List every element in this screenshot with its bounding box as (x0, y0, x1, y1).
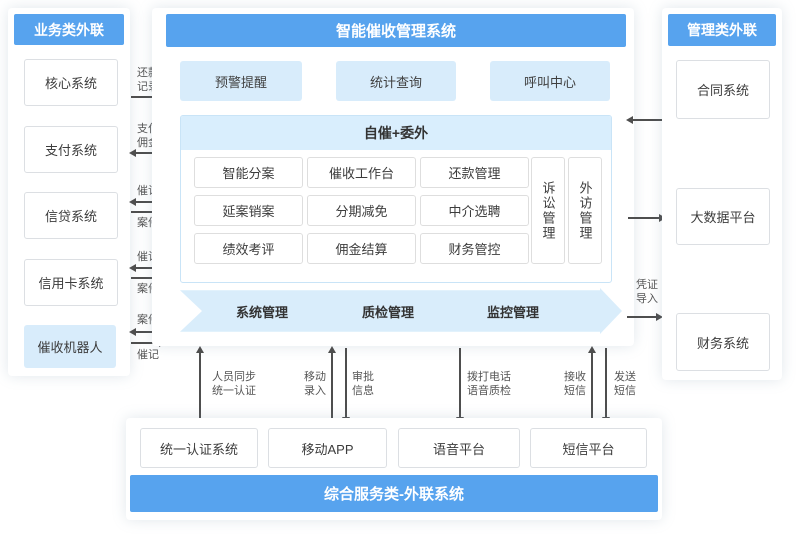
arrow-contract-to-center (628, 119, 666, 121)
business-external-header: 业务类外联 (14, 14, 124, 45)
module-case-defer-close: 延案销案 (194, 195, 303, 226)
module-call-center: 呼叫中心 (490, 61, 610, 101)
collection-system-header: 智能催收管理系统 (166, 14, 626, 47)
node-credit-card-system: 信用卡系统 (24, 259, 118, 306)
link-label-collection-note-3: 催记 (137, 349, 159, 361)
link-label-voucher-import: 凭证 导入 (636, 279, 658, 305)
module-finance-control: 财务管控 (420, 233, 529, 264)
self-outsource-header: 自催+委外 (181, 116, 611, 150)
node-core-system: 核心系统 (24, 59, 118, 106)
link-label-send-sms: 发送 短信 (614, 371, 636, 397)
management-external-panel: 管理类外联 合同系统 大数据平台 财务系统 (662, 8, 782, 380)
module-repayment-mgmt: 还款管理 (420, 157, 529, 188)
link-label-approval-info: 审批 信息 (352, 371, 374, 397)
arrow-center-to-bigdata (628, 217, 664, 219)
arrow-case-1-right (131, 211, 164, 213)
module-collection-workbench: 催收工作台 (307, 157, 416, 188)
arrow-personnel-sync-up (199, 348, 201, 422)
arrow-case-3-left (131, 331, 164, 333)
banner-monitoring-mgmt: 监控管理 (486, 304, 539, 320)
module-installment-relief: 分期减免 (307, 195, 416, 226)
arrow-send-sms-down (605, 348, 607, 422)
node-sms-platform: 短信平台 (530, 428, 647, 468)
collection-system-panel: 智能催收管理系统 预警提醒 统计查询 呼叫中心 自催+委外 智能分案 催收工作台… (152, 8, 634, 346)
banner-system-mgmt: 系统管理 (235, 304, 288, 320)
node-mobile-app: 移动APP (268, 428, 387, 468)
link-label-personnel-sync: 人员同步 统一认证 (212, 371, 256, 397)
module-commission-settle: 佣金结算 (307, 233, 416, 264)
module-agency-selection: 中介选聘 (420, 195, 529, 226)
module-warning-reminder: 预警提醒 (180, 61, 302, 101)
node-bigdata-platform: 大数据平台 (676, 188, 770, 245)
node-finance-system: 财务系统 (676, 313, 770, 371)
link-label-call-quality: 拨打电话 语音质检 (467, 371, 511, 397)
module-statistics-query: 统计查询 (336, 61, 456, 101)
node-voice-platform: 语音平台 (398, 428, 520, 468)
management-banner-arrow: 系统管理 质检管理 监控管理 (180, 288, 622, 334)
arrow-call-quality-down (459, 348, 461, 422)
arrow-collection-note-3-right (131, 342, 164, 344)
arrow-case-2-right (131, 277, 164, 279)
integrated-services-header: 综合服务类-外联系统 (130, 475, 658, 512)
arrow-receive-sms-up (591, 348, 593, 422)
arrow-approval-info-down (345, 348, 347, 422)
link-label-receive-sms: 接收 短信 (564, 371, 586, 397)
integrated-services-panel: 统一认证系统 移动APP 语音平台 短信平台 综合服务类-外联系统 (126, 418, 662, 520)
module-litigation-mgmt: 诉讼管理 (531, 157, 565, 264)
node-contract-system: 合同系统 (676, 60, 770, 119)
node-unified-auth-system: 统一认证系统 (140, 428, 258, 468)
business-external-panel: 业务类外联 核心系统 支付系统 信贷系统 信用卡系统 催收机器人 (8, 8, 130, 376)
module-field-visit-mgmt: 外访管理 (568, 157, 602, 264)
arrow-collection-note-1-left (131, 201, 164, 203)
link-label-mobile-entry: 移动 录入 (304, 371, 326, 397)
node-collection-robot: 催收机器人 (24, 325, 116, 368)
node-credit-system: 信贷系统 (24, 192, 118, 239)
arrow-voucher-import-right (627, 316, 661, 318)
management-external-header: 管理类外联 (668, 14, 776, 46)
banner-quality-mgmt: 质检管理 (361, 304, 414, 320)
module-performance-review: 绩效考评 (194, 233, 303, 264)
arrow-repayment-record-right (131, 96, 164, 98)
node-payment-system: 支付系统 (24, 126, 118, 173)
module-smart-case-assign: 智能分案 (194, 157, 303, 188)
self-outsource-section: 自催+委外 智能分案 催收工作台 还款管理 延案销案 分期减免 中介选聘 绩效考… (180, 115, 612, 283)
arrow-mobile-entry-up (331, 348, 333, 422)
arrow-pay-commission-left (131, 152, 164, 154)
arrow-collection-note-2-left (131, 267, 164, 269)
